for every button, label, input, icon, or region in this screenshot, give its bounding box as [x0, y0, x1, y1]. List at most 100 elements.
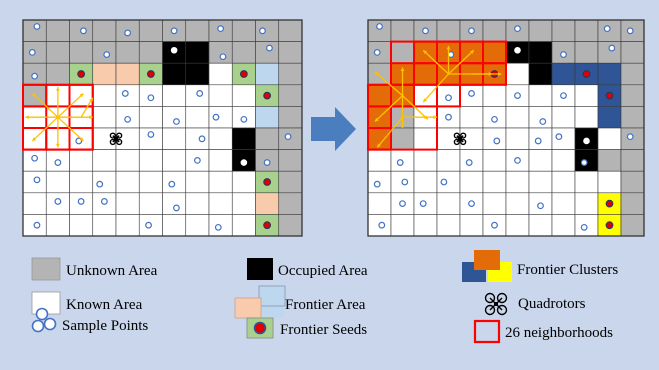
sample-point: [378, 221, 386, 229]
grid-cell: [255, 192, 280, 215]
sample-point: [468, 90, 475, 97]
frontier-seed: [77, 70, 86, 78]
arrow-head: [374, 117, 379, 122]
grid-cell: [459, 127, 484, 150]
grid-cell: [185, 214, 210, 237]
sample-point: [514, 156, 521, 164]
occupied-area-label: Occupied Area: [278, 263, 368, 279]
sample-point: [219, 53, 227, 61]
sample-point: [193, 156, 201, 164]
grid-cell: [255, 106, 280, 129]
grid-cell: [231, 19, 256, 42]
grid-cell: [162, 62, 187, 86]
grid-cell: [528, 62, 553, 86]
grid-cell: [45, 170, 70, 194]
sample-point: [608, 44, 616, 52]
arrow-head: [89, 97, 93, 102]
sample-point: [145, 221, 152, 229]
unknown-area-swatch: [31, 257, 61, 281]
arrow-head: [423, 50, 428, 55]
grid-cell: [551, 192, 576, 215]
grid-cell: [482, 192, 507, 215]
sample-point: [555, 133, 563, 141]
grid-cell: [436, 170, 461, 194]
quadrotors-label: Quadrotors: [518, 296, 586, 312]
grid-cell: [162, 127, 187, 150]
arrow-head: [79, 137, 84, 141]
grid-cell: [208, 41, 233, 64]
sample-point: [54, 198, 62, 205]
sample-point: [445, 94, 452, 102]
sample-point: [31, 72, 39, 80]
grid-cell: [278, 19, 303, 42]
grid-cell: [620, 41, 645, 64]
grid-cell: [185, 170, 210, 194]
frontier-clusters-label: Frontier Clusters: [517, 262, 618, 278]
sample-point: [580, 159, 588, 166]
grid-cell: [597, 41, 622, 64]
sample-point: [534, 137, 542, 145]
grid-cell: [45, 41, 70, 64]
sample-point: [147, 131, 155, 138]
grid-cell: [278, 62, 303, 86]
sample-point: [198, 135, 206, 143]
sample-point: [401, 178, 409, 186]
grid-cell: [138, 149, 163, 172]
sample-point: [373, 49, 381, 56]
sample-point: [196, 90, 204, 97]
sample-point: [28, 49, 36, 56]
sample-point: [173, 118, 180, 125]
grid-cell: [231, 127, 256, 150]
arrow-head: [400, 67, 405, 72]
sample-point: [31, 154, 39, 162]
sample-point: [173, 204, 180, 212]
grid-cell: [528, 170, 553, 194]
arrow-head: [55, 143, 60, 148]
sample-point: [284, 133, 292, 141]
grid-cell: [597, 149, 622, 172]
grid-cell: [528, 149, 553, 172]
grid-cell: [45, 19, 70, 42]
grid-cell: [278, 106, 303, 129]
arrow-head: [469, 50, 474, 55]
grid-cell: [69, 170, 94, 194]
frontier-clusters-swatch: [462, 250, 512, 282]
grid-cell: [115, 62, 140, 86]
expansion-arrow: [422, 73, 449, 103]
sample-point: [583, 137, 590, 145]
sample-point: [376, 23, 383, 30]
grid-cell: [208, 106, 233, 129]
occupied-area-swatch: [247, 258, 273, 280]
grid-cell: [620, 62, 645, 86]
expansion-arrow: [374, 95, 403, 122]
grid-cell: [482, 84, 507, 107]
grid-cell: [138, 106, 163, 129]
expansion-arrow: [80, 97, 94, 118]
sample-point: [465, 159, 473, 166]
grid-cell: [115, 192, 140, 215]
grid-cell: [138, 170, 163, 194]
sample-point: [493, 137, 501, 145]
arrow-head: [79, 93, 84, 98]
grid-cell: [620, 170, 645, 194]
sample-point: [33, 23, 41, 30]
sample-point: [537, 202, 544, 210]
arrow-head: [89, 115, 93, 120]
expansion-arrow: [31, 92, 59, 118]
grid-cell: [208, 127, 233, 150]
grid-cell: [551, 214, 576, 237]
sample-point: [240, 115, 248, 123]
sample-point: [121, 90, 129, 97]
grid-cell: [208, 192, 233, 215]
frontier-seed: [263, 91, 272, 100]
sample-point: [514, 25, 521, 33]
frontier-seed: [605, 221, 614, 230]
sample-point: [54, 159, 62, 166]
sample-point: [514, 46, 521, 54]
sample-point: [373, 180, 381, 188]
grid-cell: [390, 127, 415, 150]
grid-cell: [138, 41, 163, 64]
grid-cell: [185, 127, 210, 150]
grid-cell: [115, 170, 140, 194]
